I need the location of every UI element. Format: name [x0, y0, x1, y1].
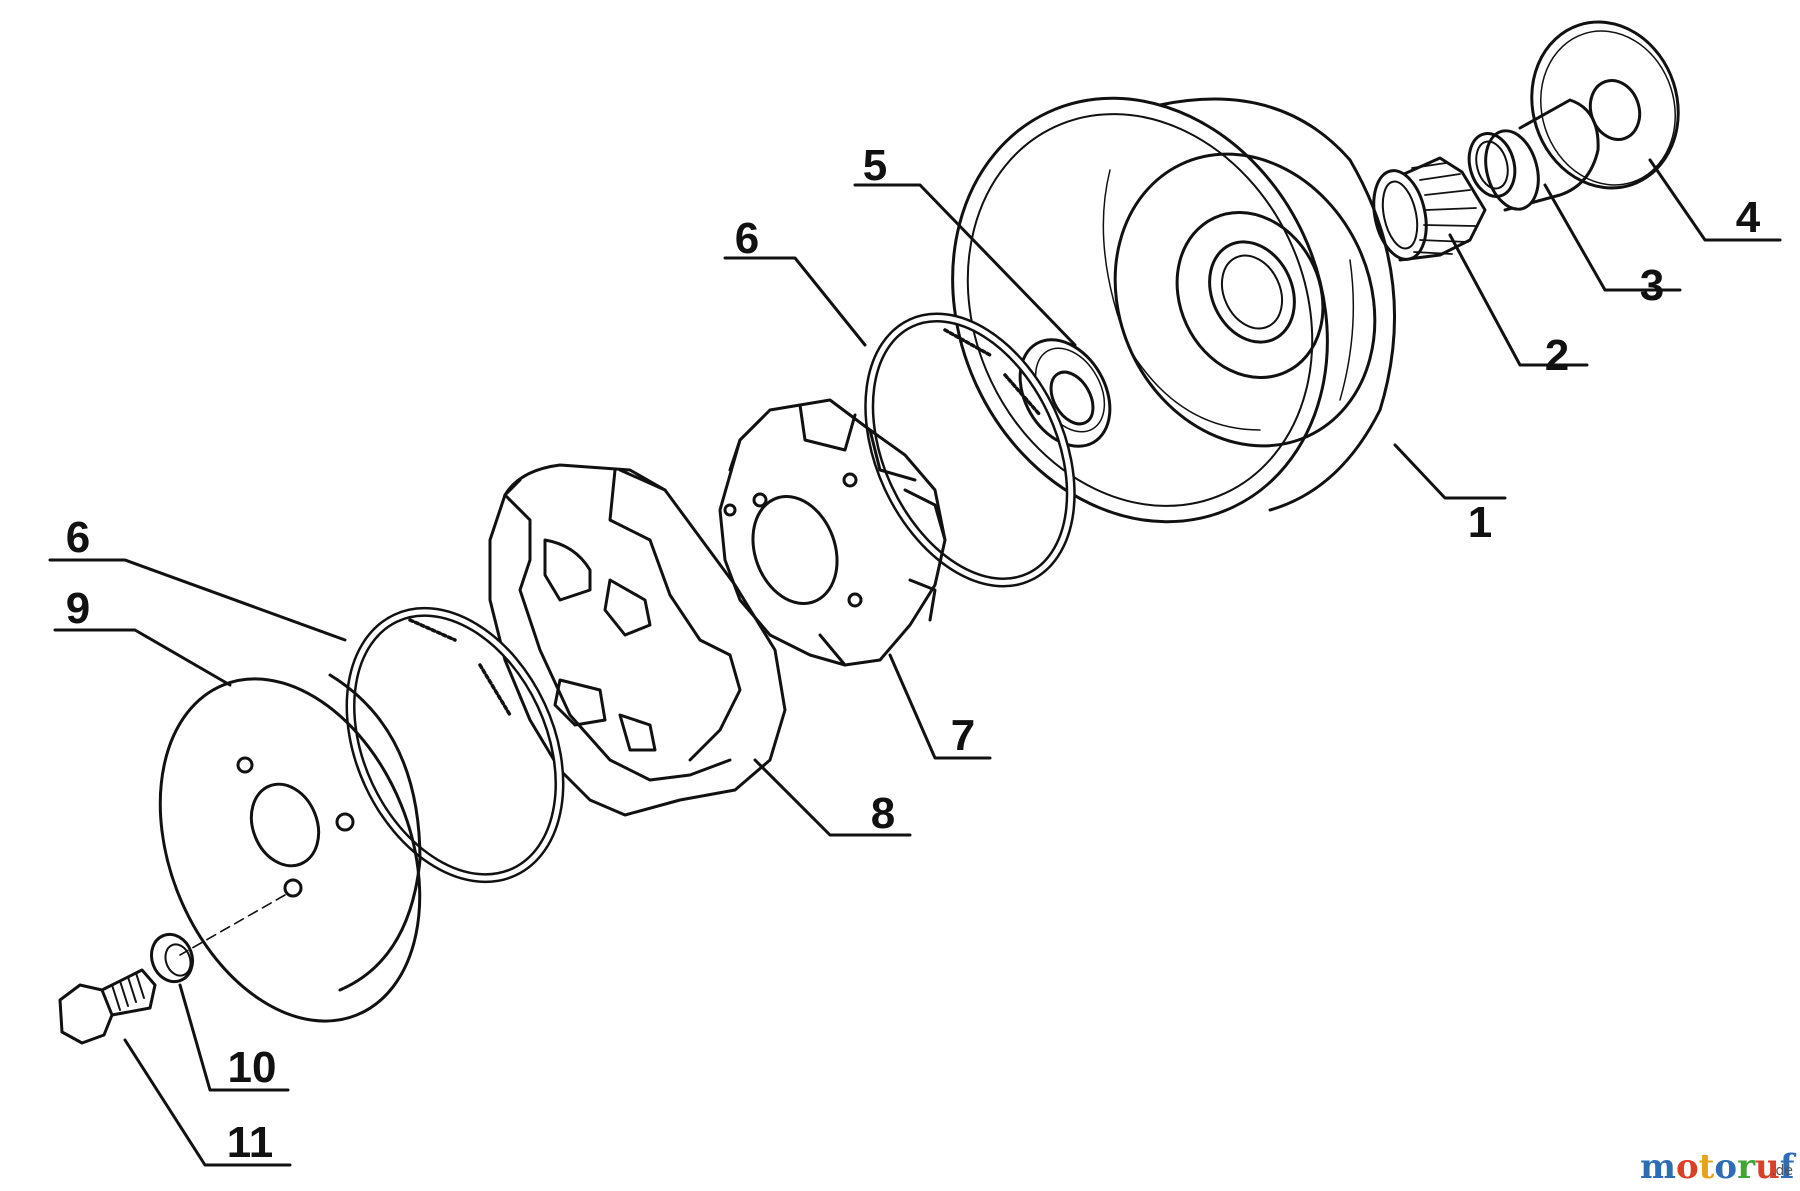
callout-labels: 1 2 3 4 5 6 7 6 9 8 10 11: [66, 141, 1761, 1167]
callout-1: 1: [1468, 498, 1492, 547]
clutch-drum: [951, 96, 1397, 524]
callout-9: 9: [66, 584, 90, 633]
watermark-logo: motoruf .de: [1640, 1147, 1797, 1187]
callout-10: 10: [228, 1043, 277, 1092]
sleeve: [1467, 98, 1600, 212]
leader-lines: [48, 158, 1782, 1167]
needle-bearing: [1372, 156, 1487, 262]
outer-washer: [1530, 20, 1680, 190]
watermark-letter: t: [1699, 1147, 1715, 1187]
callout-6-upper: 6: [735, 214, 759, 263]
clutch-spring-inner: [864, 312, 1076, 588]
watermark-letter: o: [1714, 1147, 1737, 1187]
callout-2: 2: [1545, 331, 1569, 380]
cover-plate: [158, 673, 422, 1023]
callout-4: 4: [1736, 193, 1761, 242]
watermark-text: motoruf: [1640, 1147, 1797, 1187]
watermark-letter: u: [1755, 1147, 1780, 1187]
watermark-letter: r: [1737, 1147, 1756, 1187]
watermark-suffix: .de: [1771, 1163, 1793, 1179]
callout-8: 8: [871, 789, 895, 838]
watermark-letter: f: [1780, 1147, 1797, 1187]
callout-7: 7: [951, 711, 975, 760]
callout-11: 11: [227, 1118, 274, 1167]
callout-6-lower: 6: [66, 513, 90, 562]
clutch-hub: [718, 398, 947, 667]
hex-bolt: [58, 968, 157, 1045]
watermark-letter: o: [1676, 1147, 1699, 1187]
callout-3: 3: [1640, 261, 1664, 310]
callout-5: 5: [863, 141, 887, 190]
watermark-letter: m: [1640, 1147, 1676, 1187]
clutch-spring-outer: [345, 606, 565, 884]
clutch-shoes: [488, 463, 787, 817]
lock-washer: [149, 932, 195, 984]
